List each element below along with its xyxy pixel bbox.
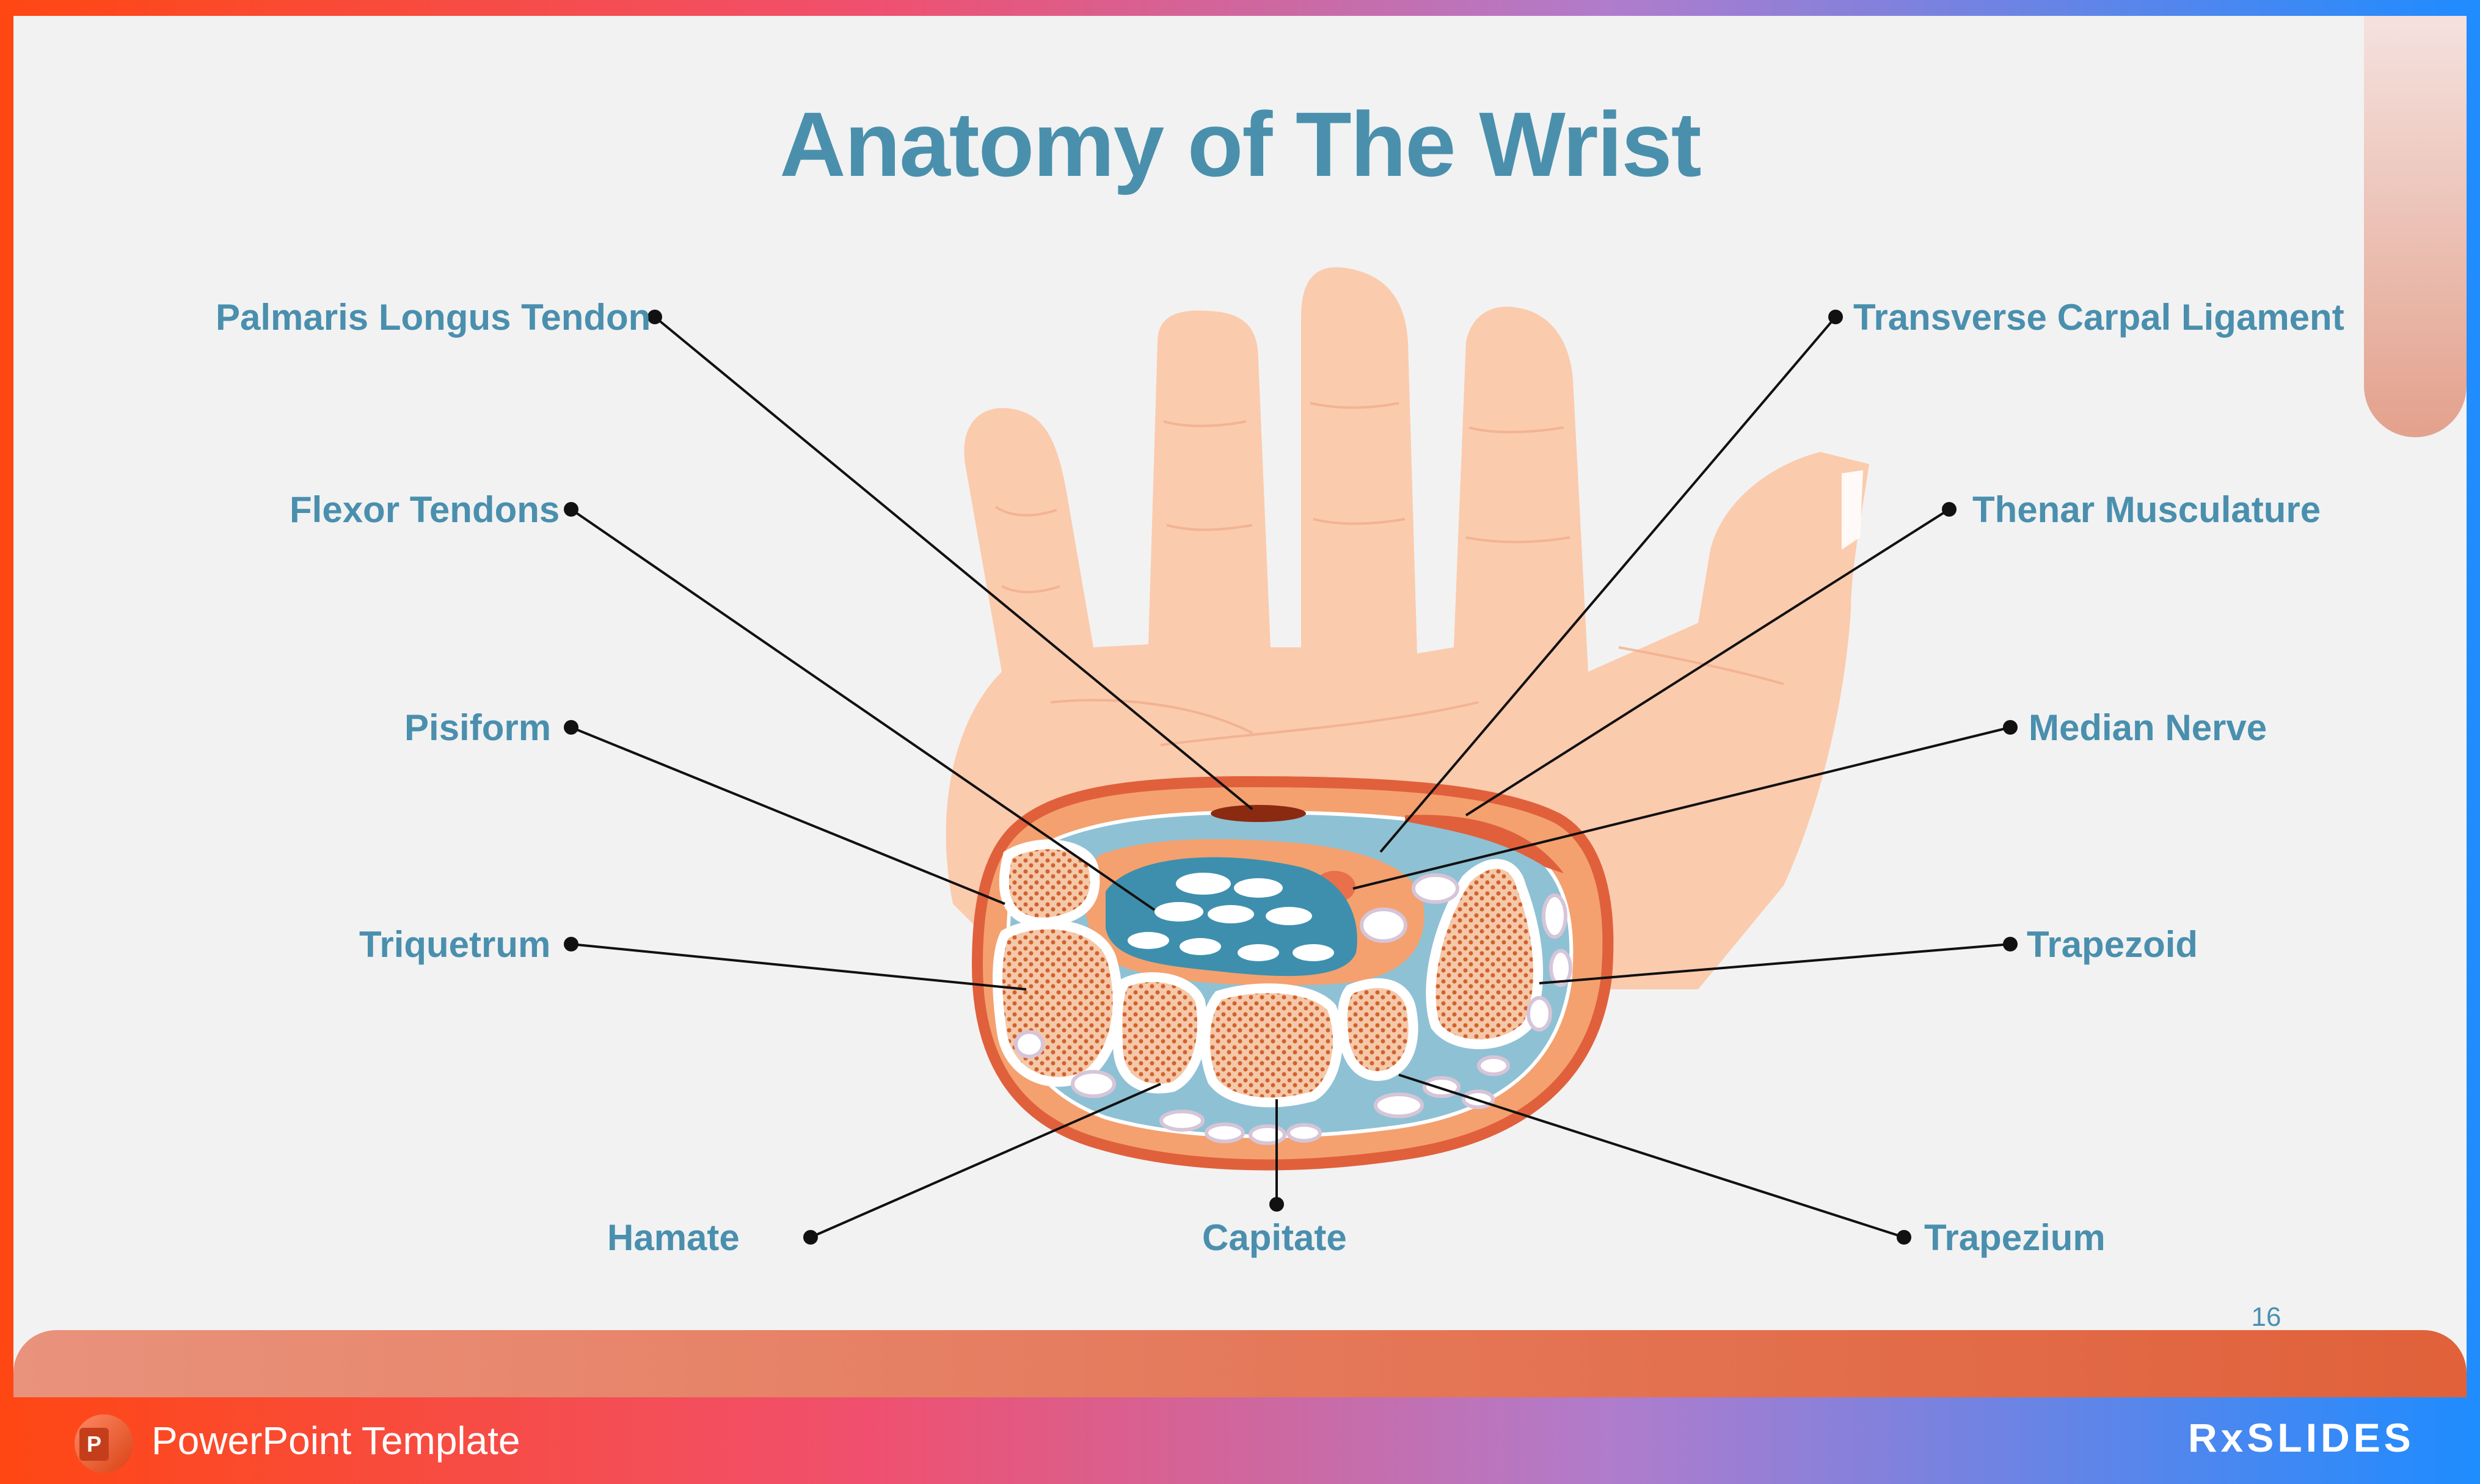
page-number: 16 — [2251, 1302, 2281, 1332]
powerpoint-icon-letter: P — [79, 1428, 109, 1461]
leader-hamate — [810, 1083, 1161, 1238]
page-title: Anatomy of The Wrist — [779, 93, 1701, 195]
flexor-tendons — [1106, 857, 1357, 977]
leader-median-nerve — [1352, 726, 2011, 890]
label-trapezium: Trapezium — [1924, 1217, 2106, 1258]
leader-lines — [570, 316, 2011, 1238]
decorative-tab — [2364, 16, 2467, 437]
label-thenar-musculature: Thenar Musculature — [1972, 489, 2321, 530]
triquetrum-bone — [993, 919, 1123, 1087]
leader-trapezoid — [1539, 943, 2011, 984]
wrist-cross-section — [971, 776, 1614, 1171]
label-palmaris-longus-tendon: Palmaris Longus Tendon — [216, 297, 651, 338]
label-triquetrum: Triquetrum — [359, 924, 551, 965]
label-capitate: Capitate — [1202, 1217, 1347, 1258]
leader-flexor-tendons — [570, 508, 1156, 911]
label-transverse-carpal-ligament: Transverse Carpal Ligament — [1853, 297, 2344, 338]
skin-creases — [994, 402, 1784, 746]
footer-template-label: PowerPoint Template — [151, 1419, 520, 1463]
pisiform-bone — [999, 839, 1100, 928]
label-pisiform: Pisiform — [404, 707, 552, 748]
label-median-nerve: Median Nerve — [2029, 707, 2267, 748]
powerpoint-icon: P — [75, 1414, 133, 1473]
bottom-band — [13, 1330, 2467, 1397]
leader-pisiform — [571, 726, 1005, 905]
palmaris-longus-tendon — [1211, 805, 1306, 822]
hamate-bone — [1112, 972, 1207, 1094]
leader-triquetrum — [571, 943, 1027, 991]
thumb-nail — [1842, 470, 1863, 550]
label-hamate: Hamate — [607, 1217, 740, 1258]
leader-endpoints — [564, 310, 2018, 1245]
leader-trapezium — [1398, 1074, 1905, 1238]
leader-thenar-musculature — [1465, 508, 1950, 817]
vessels-and-fat — [1014, 873, 1572, 1145]
brand-logo: RxSLIDES — [2188, 1415, 2415, 1460]
capitate-bone — [1200, 983, 1343, 1108]
leader-transverse-carpal-ligament — [1379, 316, 1837, 853]
label-flexor-tendons: Flexor Tendons — [290, 489, 560, 530]
trapezoid-bone — [1337, 978, 1418, 1081]
trapezium-bone — [1426, 859, 1544, 1049]
leader-palmaris-longus-tendon — [654, 316, 1253, 810]
label-trapezoid: Trapezoid — [2027, 924, 2198, 965]
